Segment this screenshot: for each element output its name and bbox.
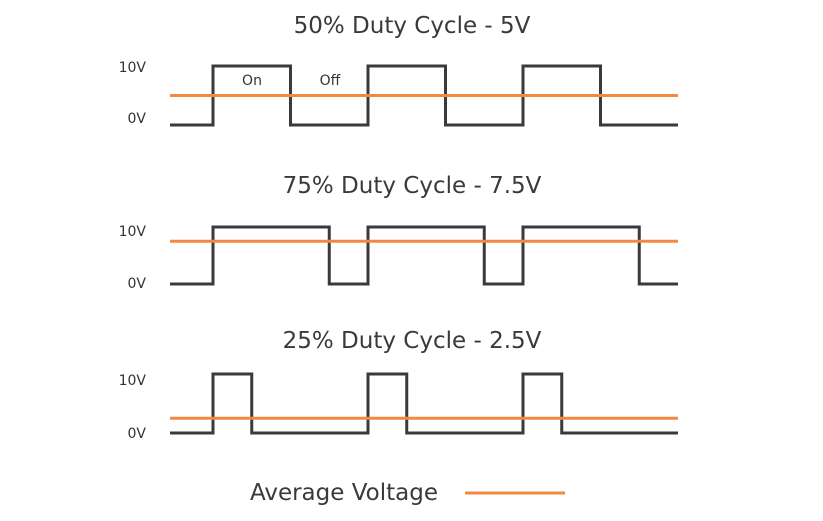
panel-50-duty: 50% Duty Cycle - 5V 10V 0V On Off — [119, 13, 678, 127]
square-wave — [170, 372, 678, 435]
y-tick-low: 0V — [128, 426, 147, 442]
square-wave — [170, 64, 678, 127]
y-tick-high: 10V — [119, 60, 147, 76]
panel-title: 50% Duty Cycle - 5V — [294, 13, 531, 39]
square-wave — [170, 225, 678, 286]
on-label: On — [242, 73, 262, 89]
legend: Average Voltage — [250, 480, 565, 506]
y-tick-high: 10V — [119, 373, 147, 389]
y-tick-high: 10V — [119, 224, 147, 240]
panel-75-duty: 75% Duty Cycle - 7.5V 10V 0V — [119, 173, 678, 292]
panel-title: 75% Duty Cycle - 7.5V — [283, 173, 542, 199]
off-label: Off — [320, 73, 341, 89]
y-tick-low: 0V — [128, 276, 147, 292]
panel-25-duty: 25% Duty Cycle - 2.5V 10V 0V — [119, 328, 678, 442]
y-tick-low: 0V — [128, 111, 147, 127]
legend-label: Average Voltage — [250, 480, 438, 506]
panel-title: 25% Duty Cycle - 2.5V — [283, 328, 542, 354]
